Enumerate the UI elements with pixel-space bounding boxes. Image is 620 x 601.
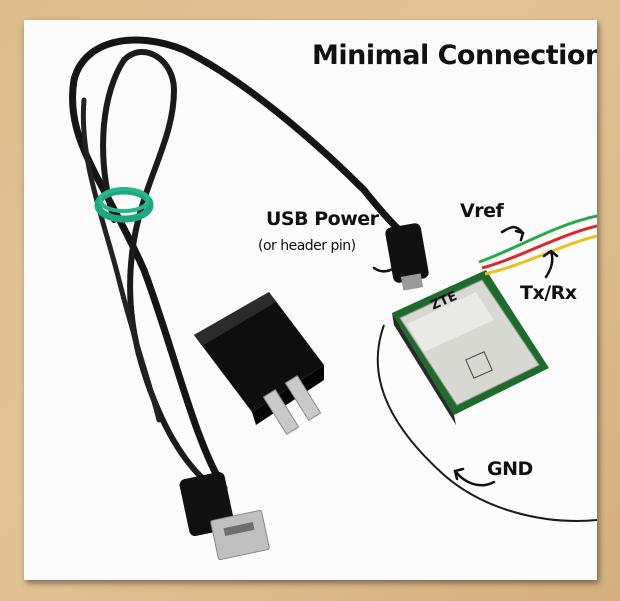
usb-plug-icon — [179, 471, 270, 561]
usb-power-note: (or header pin) — [258, 238, 356, 254]
title-label: Minimal Connections — [312, 40, 597, 71]
tx-rx-label: Tx/Rx — [520, 282, 577, 304]
photo: ZTE Minimal Connections US — [24, 20, 597, 580]
vref-label: Vref — [460, 200, 504, 222]
gsm-module-icon: ZTE — [392, 270, 549, 425]
gnd-label: GND — [487, 458, 533, 480]
photo-scene: ZTE — [24, 20, 597, 580]
arrow-icon — [372, 225, 559, 487]
power-adapter-icon — [194, 292, 324, 436]
usb-power-label: USB Power — [266, 208, 379, 230]
